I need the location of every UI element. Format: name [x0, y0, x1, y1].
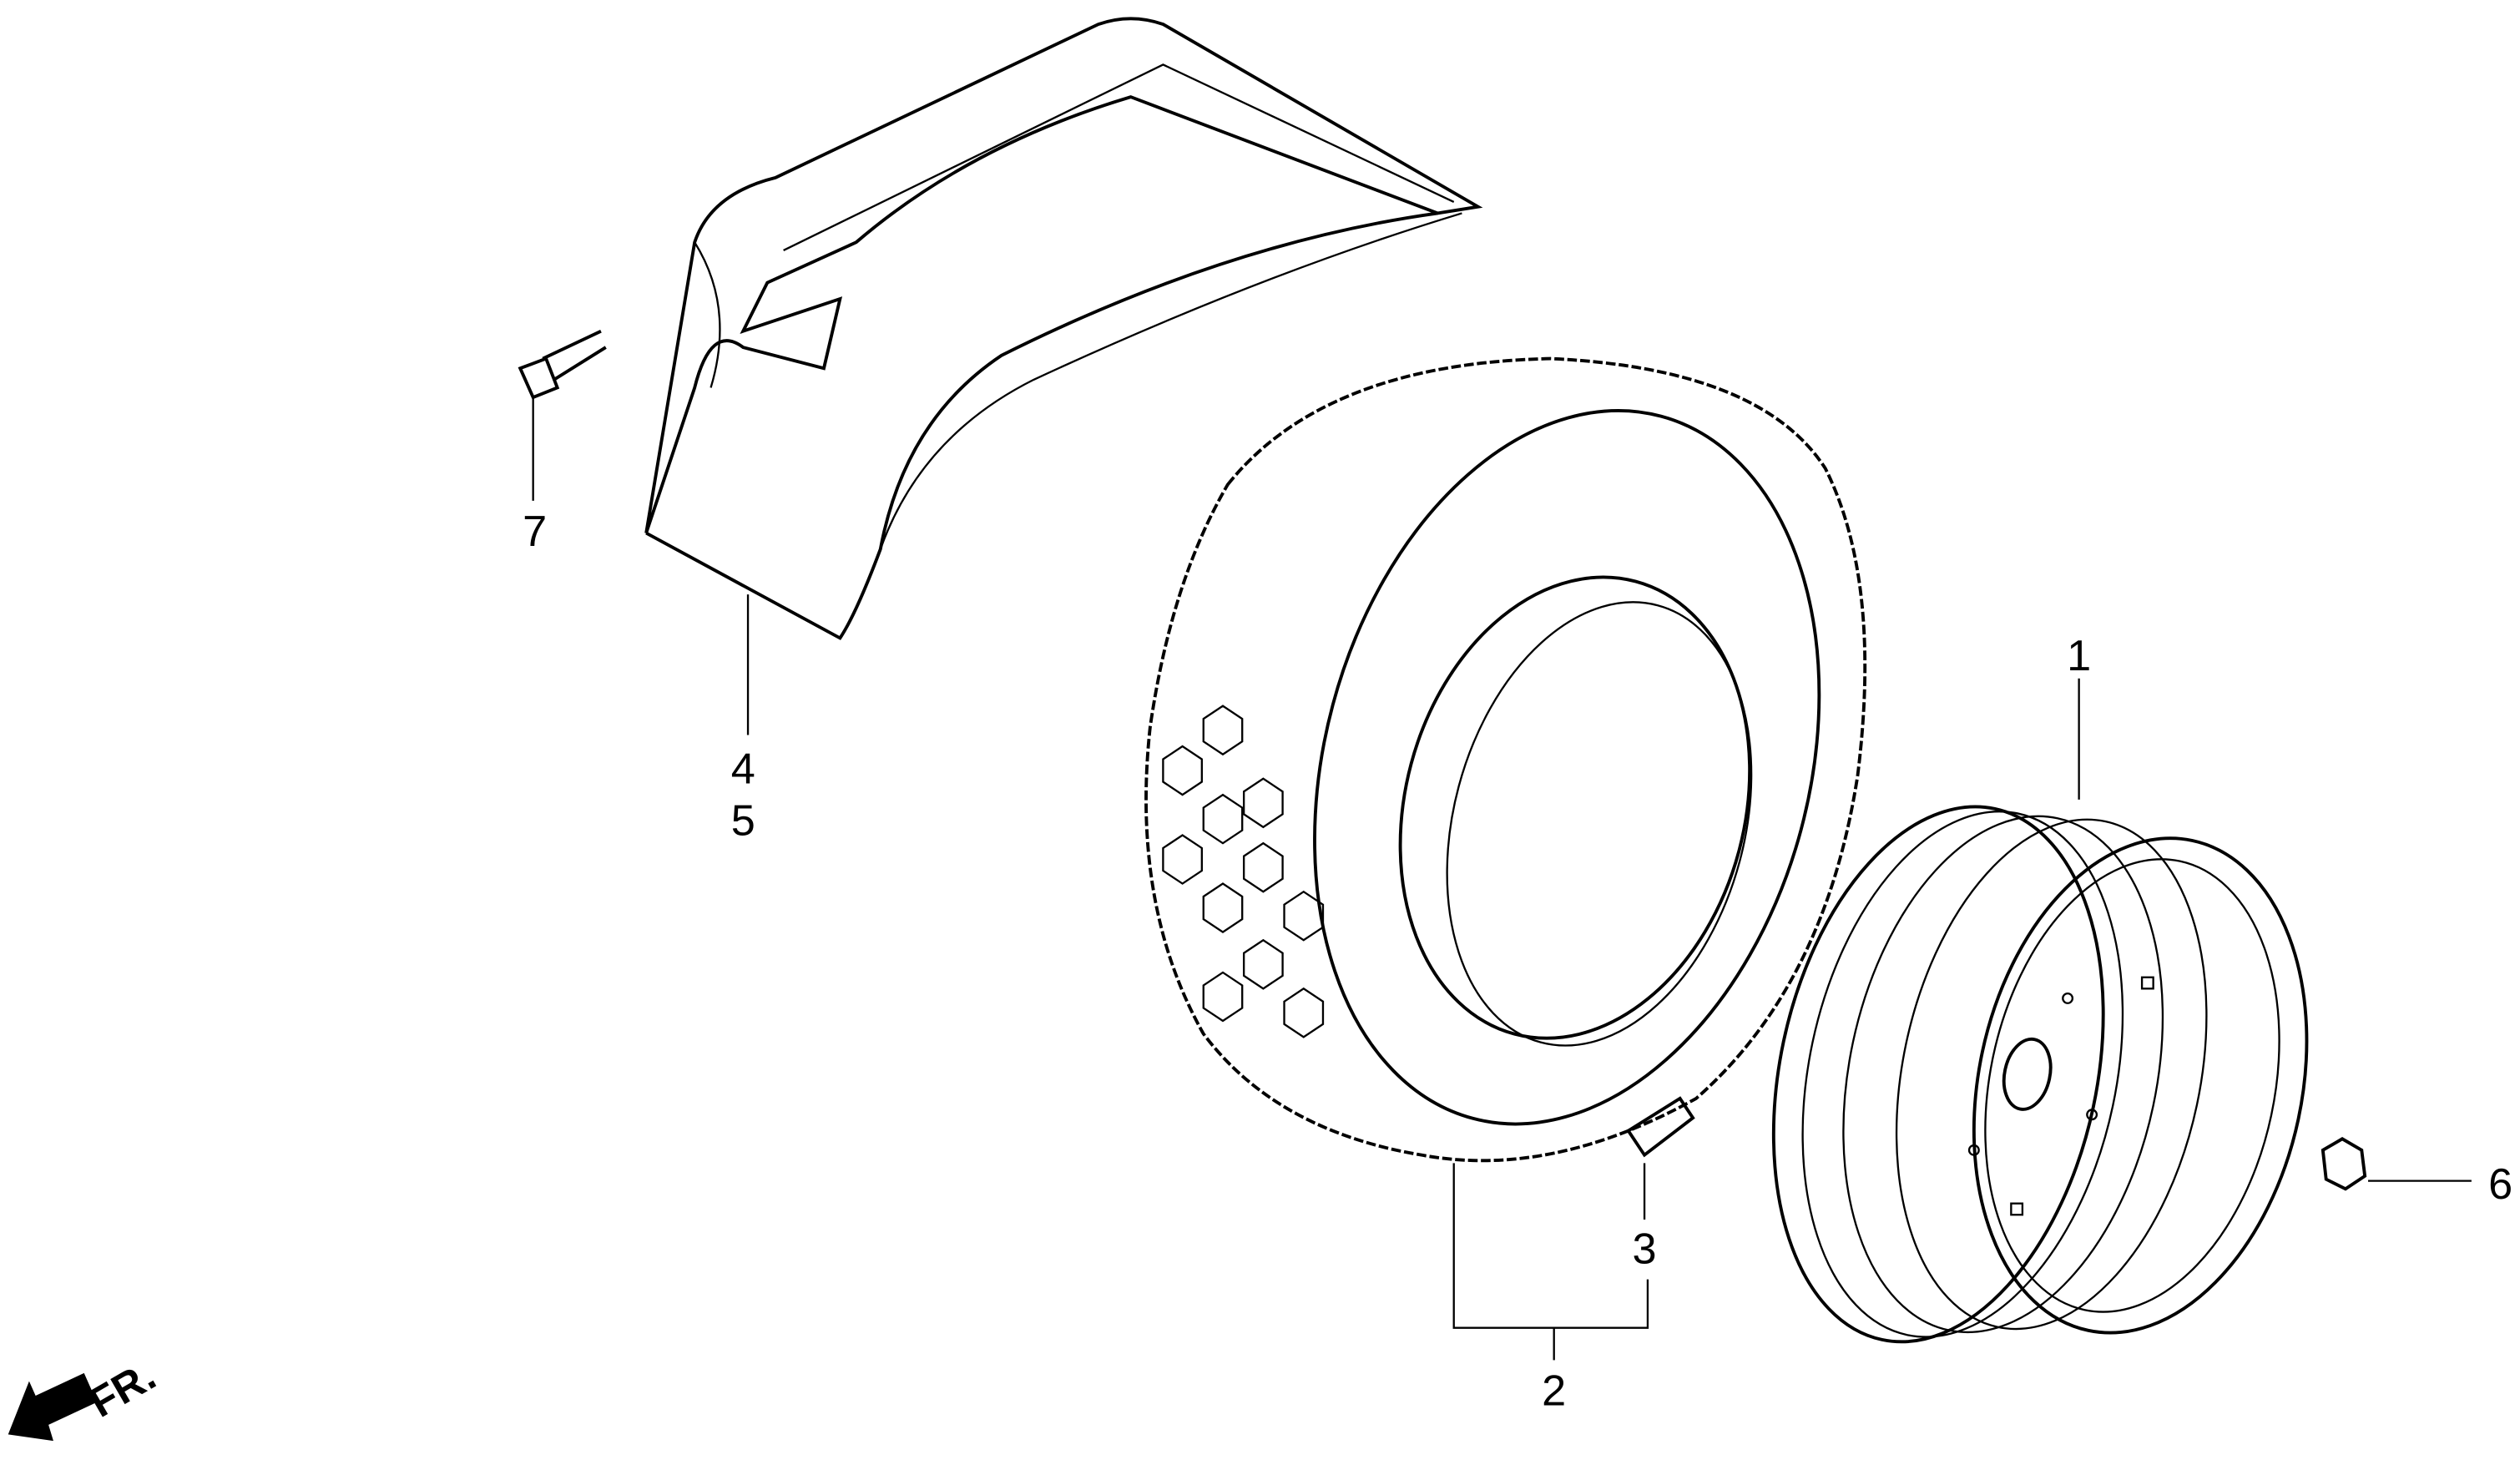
callout-5: 5 — [731, 796, 755, 845]
valve-stem — [1626, 1096, 1695, 1220]
callout-7: 7 — [523, 508, 547, 556]
front-label: FR. — [81, 1351, 164, 1427]
tire — [1144, 356, 1867, 1163]
flange-nut — [2321, 1137, 2472, 1191]
bracket-leader — [1452, 1163, 1649, 1361]
callout-4: 4 — [731, 745, 755, 794]
callout-2: 2 — [1542, 1367, 1566, 1416]
callout-1: 1 — [2067, 632, 2091, 680]
fender — [644, 17, 1483, 640]
tread-pattern — [1162, 705, 1325, 1038]
flange-bolt — [518, 329, 607, 501]
front-direction-indicator: FR. — [8, 1351, 164, 1442]
callout-3: 3 — [1633, 1225, 1657, 1273]
callout-6: 6 — [2488, 1160, 2512, 1209]
arrow-icon — [8, 1372, 98, 1442]
wheel-rim — [1771, 678, 2309, 1344]
